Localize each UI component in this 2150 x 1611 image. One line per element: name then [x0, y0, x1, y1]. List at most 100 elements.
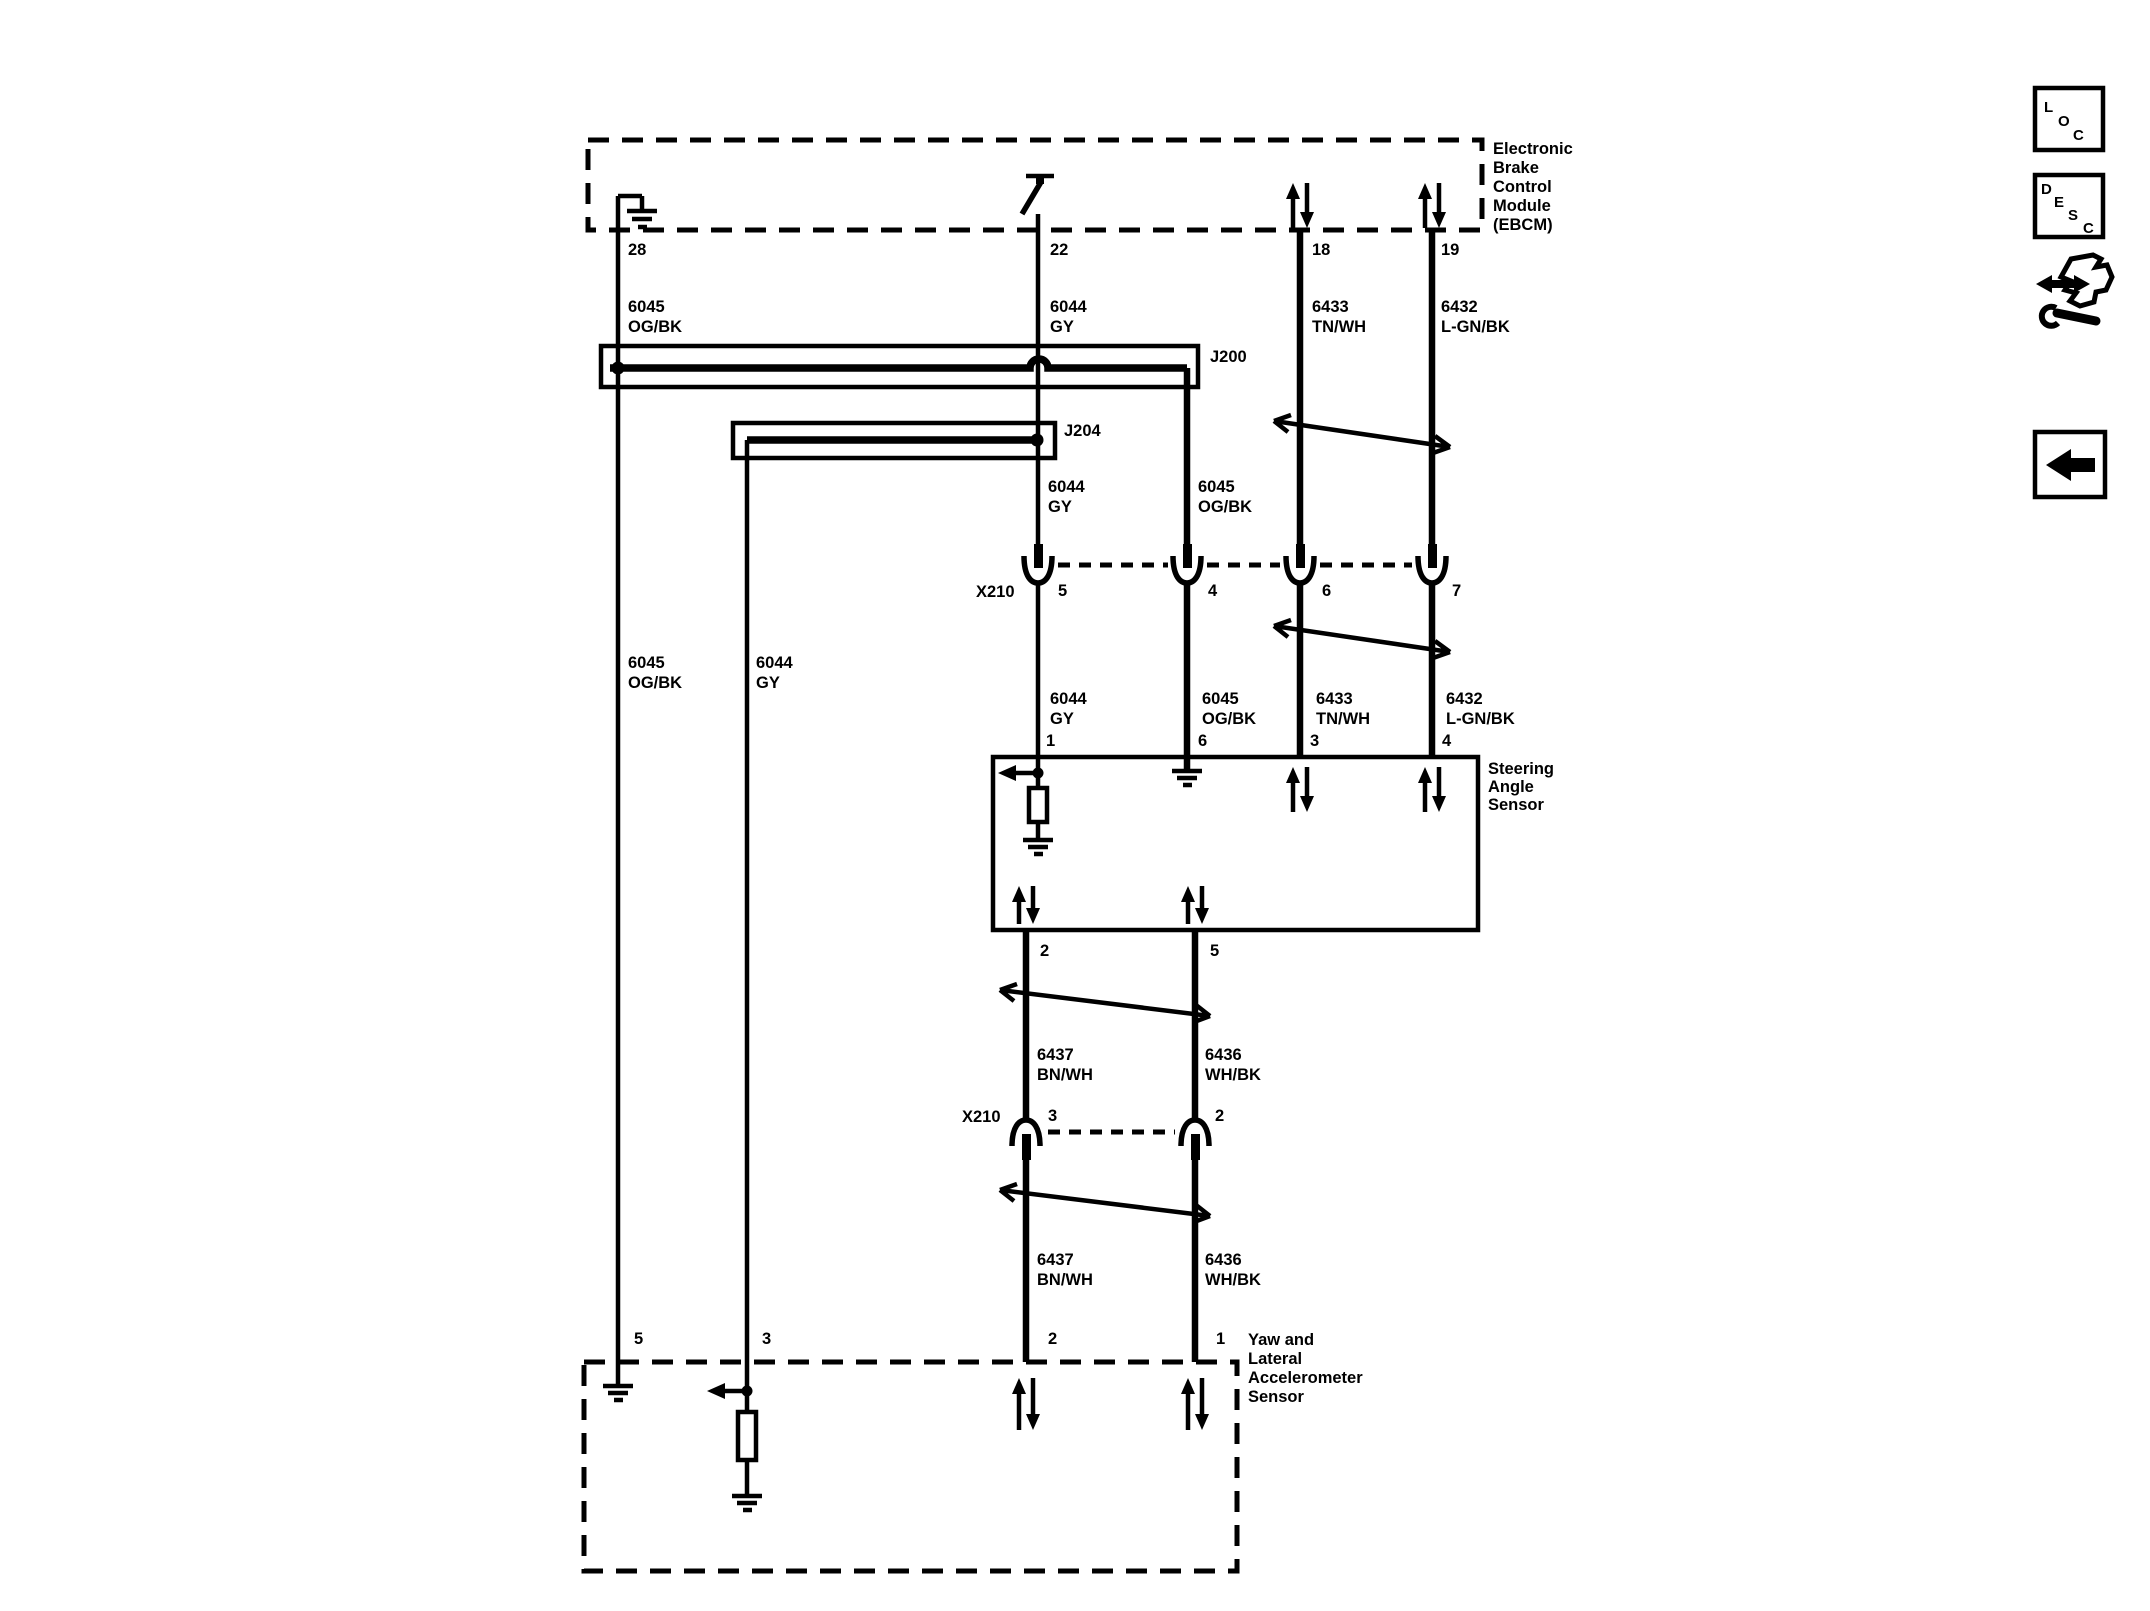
pin-number: 18: [1312, 241, 1330, 259]
terminal-socket: [1009, 1117, 1043, 1147]
terminal-pin: [1296, 544, 1305, 568]
bidirectional-arrow-icon: [1012, 886, 1040, 924]
wire-code: 6432: [1446, 690, 1483, 708]
desc-button-frame[interactable]: [2032, 172, 2106, 240]
wrench-arrow-icon[interactable]: [2036, 252, 2115, 329]
wire-color: WH/BK: [1205, 1271, 1261, 1289]
sas-label: Sensor: [1488, 796, 1545, 814]
loc-letter: C: [2073, 127, 2084, 144]
pin-number: 5: [1210, 942, 1219, 960]
pin-number: 6: [1322, 582, 1331, 600]
yaw-sensor-box: Yaw and Lateral Accelerometer Sensor: [581, 1331, 1363, 1574]
terminal-socket: [1170, 555, 1204, 586]
resistor-icon: [735, 1409, 759, 1463]
sas-label: Steering: [1488, 760, 1554, 778]
desc-letter: D: [2041, 181, 2052, 198]
wire-code: 6045: [628, 298, 665, 316]
wire-color: TN/WH: [1312, 318, 1366, 336]
desc-letter: C: [2083, 220, 2094, 237]
bidirectional-arrow-icon: [1012, 1378, 1040, 1430]
j200-bus-bar: [610, 355, 1187, 372]
ebcm-label: Electronic: [1493, 140, 1573, 158]
wire-color: TN/WH: [1316, 710, 1370, 728]
sas-label: Angle: [1488, 778, 1534, 796]
loc-letter: L: [2044, 99, 2053, 116]
back-button[interactable]: [2032, 429, 2108, 500]
yaw-label: Yaw and: [1248, 1331, 1314, 1349]
circuit-continues-arrow: [1272, 617, 1452, 661]
loc-button[interactable]: L O C: [2032, 85, 2106, 153]
pin-number: 3: [1048, 1107, 1057, 1125]
circuit-continues-arrow: [1272, 412, 1452, 456]
bidirectional-arrow-icon: [1181, 886, 1209, 924]
wire-color: BN/WH: [1037, 1271, 1093, 1289]
wire-label-group: 6045 OG/BK 6044 GY 6433 TN/WH 6432 L-GN/…: [628, 298, 1510, 336]
pin-number: 2: [1048, 1330, 1057, 1348]
wire-color: BN/WH: [1037, 1066, 1093, 1084]
ground-icon: [1172, 768, 1202, 788]
terminal-socket: [1178, 1117, 1212, 1147]
wire-color: OG/BK: [1198, 498, 1252, 516]
wire-code: 6044: [756, 654, 794, 672]
terminal-socket: [1021, 555, 1055, 586]
sas-outline: [990, 754, 1481, 933]
ebcm-outline: [585, 137, 1485, 233]
bidirectional-arrow-icon: [1418, 183, 1446, 228]
steering-angle-sensor-box: Steering Angle Sensor: [990, 754, 1554, 933]
wire-code: 6433: [1316, 690, 1353, 708]
wire-code: 6433: [1312, 298, 1349, 316]
back-arrow-icon: [2046, 449, 2095, 481]
yaw-label: Accelerometer: [1248, 1369, 1363, 1387]
wire-color: L-GN/BK: [1446, 710, 1515, 728]
loc-button-frame[interactable]: [2032, 85, 2106, 153]
splice-j204: J204: [730, 420, 1102, 461]
ground-icon: [1023, 837, 1053, 857]
junction-dot: [611, 361, 625, 375]
terminal-socket: [1283, 555, 1317, 586]
pin-number: 6: [1198, 732, 1207, 750]
pin-number: 5: [1058, 582, 1067, 600]
signal-arrow-icon: [707, 1383, 753, 1399]
wire-code: 6045: [1198, 478, 1235, 496]
desc-button[interactable]: D E S C: [2032, 172, 2106, 240]
ebcm-label: Brake: [1493, 159, 1539, 177]
connector-label: X210: [976, 583, 1015, 601]
bidirectional-arrow-icon: [1181, 1378, 1209, 1430]
j200-outline: [598, 343, 1201, 390]
terminal-pin: [1022, 1134, 1031, 1160]
pin-number: 2: [1040, 942, 1049, 960]
ground-icon: [732, 1493, 762, 1513]
wire-code: 6437: [1037, 1251, 1074, 1269]
wire-code: 6044: [1050, 690, 1088, 708]
bidirectional-arrow-icon: [1286, 767, 1314, 812]
signal-arrow-icon: [998, 765, 1044, 781]
j200-label: J200: [1210, 348, 1247, 366]
j204-label: J204: [1064, 422, 1102, 440]
junction-dot: [1030, 433, 1044, 447]
wire-code: 6437: [1037, 1046, 1074, 1064]
wire-label-group: 6044 GY 6045 OG/BK 6433 TN/WH 6432 L-GN/…: [1050, 690, 1515, 728]
wire-code: 6045: [1202, 690, 1239, 708]
pin-number: 4: [1208, 582, 1218, 600]
yaw-outline: [581, 1359, 1240, 1574]
back-button-frame[interactable]: [2032, 429, 2108, 500]
junction-dot: [1032, 767, 1044, 779]
connector-x210-upper: X210 5 4 6 7: [976, 544, 1461, 601]
wire-color: GY: [1050, 710, 1074, 728]
wire-code: 6044: [1048, 478, 1086, 496]
ebcm-box: Electronic Brake Control Module (EBCM): [585, 137, 1573, 234]
pin-number: 28: [628, 241, 646, 259]
pin-number: 19: [1441, 241, 1459, 259]
desc-letter: S: [2068, 207, 2078, 224]
bidirectional-arrow-icon: [1286, 183, 1314, 228]
wire-color: L-GN/BK: [1441, 318, 1510, 336]
pin-number: 1: [1216, 1330, 1225, 1348]
ebcm-label: Control: [1493, 178, 1552, 196]
terminal-socket: [1415, 555, 1449, 586]
wire-code: 6432: [1441, 298, 1478, 316]
ground-icon: [618, 193, 657, 230]
pin-number: 22: [1050, 241, 1068, 259]
terminal-pin: [1191, 1134, 1200, 1160]
pin-number: 2: [1215, 1107, 1224, 1125]
